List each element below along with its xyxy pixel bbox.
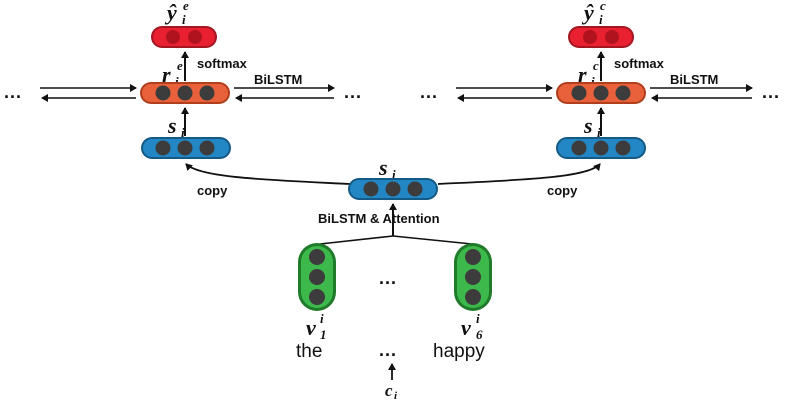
softmax-label-left: softmax: [197, 56, 248, 71]
softmax-label-right: softmax: [614, 56, 665, 71]
r-e-label: r e i: [162, 58, 183, 89]
v-1-label: v i 1: [306, 311, 327, 342]
right-branch: ŷ c i softmax r c i ... BiLSTM ... s i: [420, 0, 780, 159]
s-left-label: s i: [167, 113, 185, 140]
svg-text:i: i: [591, 74, 595, 89]
center-branch: copy copy s i BiLSTM & Attention: [185, 155, 601, 400]
svg-text:ŷ: ŷ: [581, 0, 594, 25]
svg-text:ŷ: ŷ: [164, 0, 177, 25]
svg-text:e: e: [177, 58, 183, 73]
svg-text:i: i: [392, 167, 396, 182]
s-center-label: s i: [378, 155, 396, 182]
svg-text:1: 1: [320, 327, 327, 342]
svg-text:c: c: [593, 58, 599, 73]
r-e-node: [140, 82, 230, 104]
r-c-label: r c i: [578, 58, 599, 89]
s-right-label: s i: [583, 113, 601, 140]
svg-text:i: i: [320, 311, 324, 326]
s-right-node: [556, 137, 646, 159]
bilstm-label-left: BiLSTM: [254, 72, 302, 87]
svg-text:i: i: [599, 12, 603, 27]
ellipsis-left-mid: ...: [344, 82, 362, 102]
svg-text:e: e: [183, 0, 189, 13]
svg-text:i: i: [175, 74, 179, 89]
bilstm-label-right: BiLSTM: [670, 72, 718, 87]
c-i-label: c i: [385, 381, 398, 400]
svg-text:i: i: [597, 125, 601, 140]
y-hat-c-label: ŷ c i: [581, 0, 606, 27]
copy-label-right: copy: [547, 183, 578, 198]
v-6-node: [454, 243, 492, 311]
v-6-label: v i 6: [461, 311, 483, 342]
svg-text:v: v: [461, 315, 471, 340]
r-c-node: [556, 82, 646, 104]
svg-text:i: i: [181, 125, 185, 140]
y-hat-c-node: [568, 26, 634, 48]
svg-text:c: c: [385, 381, 393, 400]
v-1-node: [298, 243, 336, 311]
svg-text:i: i: [182, 12, 186, 27]
word-happy: happy: [433, 341, 485, 362]
ellipsis-inputs: ...: [379, 268, 397, 288]
left-branch: ŷ e i softmax r e i ... BiLSTM ...: [4, 0, 362, 159]
s-center-node: [348, 178, 438, 200]
bilstm-attention-label: BiLSTM & Attention: [318, 211, 440, 226]
y-hat-e-label: ŷ e i: [164, 0, 189, 27]
svg-text:r: r: [162, 62, 171, 87]
svg-text:s: s: [167, 113, 177, 138]
y-hat-e-node: [151, 26, 217, 48]
copy-label-left: copy: [197, 183, 228, 198]
ellipsis-words: ...: [379, 340, 397, 360]
svg-text:c: c: [600, 0, 606, 13]
svg-text:v: v: [306, 315, 316, 340]
ellipsis-right-mid: ...: [420, 82, 438, 102]
word-the: the: [296, 341, 322, 362]
svg-text:6: 6: [476, 327, 483, 342]
svg-text:s: s: [583, 113, 593, 138]
svg-text:r: r: [578, 62, 587, 87]
svg-text:i: i: [476, 311, 480, 326]
svg-text:s: s: [378, 155, 388, 180]
ellipsis-far-left: ...: [4, 82, 22, 102]
svg-text:i: i: [394, 390, 398, 400]
s-left-node: [141, 137, 231, 159]
ellipsis-far-right: ...: [762, 82, 780, 102]
